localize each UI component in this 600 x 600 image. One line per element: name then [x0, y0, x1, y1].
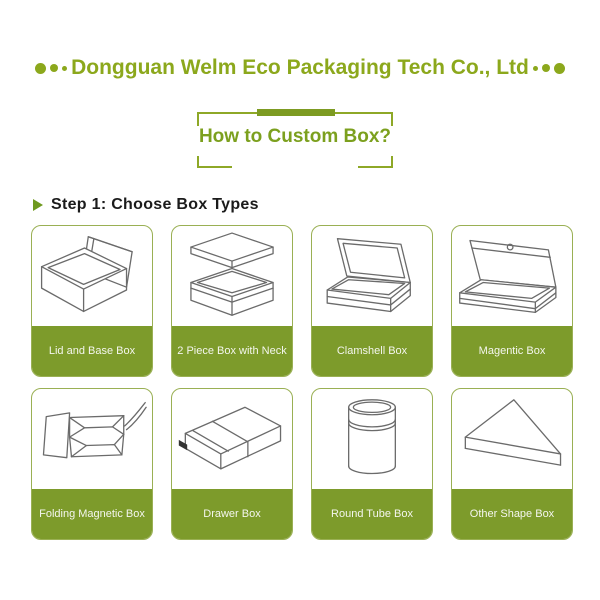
card-round-tube-box: Round Tube Box — [311, 388, 433, 540]
box-label: Round Tube Box — [312, 489, 432, 539]
card-lid-and-base-box: Lid and Base Box — [31, 225, 153, 377]
step-heading: Step 1: Choose Box Types — [33, 196, 259, 214]
howto-banner: How to Custom Box? — [197, 109, 393, 168]
box-label: 2 Piece Box with Neck — [172, 326, 292, 376]
banner-title: How to Custom Box? — [198, 126, 392, 147]
lid-and-base-box-icon — [32, 226, 152, 326]
dot-medium-left-icon — [50, 64, 59, 72]
clamshell-box-icon — [312, 226, 432, 326]
triangle-right-icon — [33, 199, 43, 211]
banner-bottom-right-corner-h — [358, 166, 393, 168]
other-shape-box-icon — [452, 389, 572, 489]
card-folding-magnetic-box: Folding Magnetic Box — [31, 388, 153, 540]
company-name: Dongguan Welm Eco Packaging Tech Co., Lt… — [71, 56, 529, 79]
banner-bottom-right-corner-v — [391, 156, 393, 168]
card-drawer-box: Drawer Box — [171, 388, 293, 540]
dot-small-right-icon — [532, 65, 538, 71]
dot-small-left-icon — [62, 65, 68, 71]
card-other-shape-box: Other Shape Box — [451, 388, 573, 540]
banner-left-stub — [197, 112, 199, 126]
banner-bottom-left-corner-v — [197, 156, 199, 168]
box-label: Magentic Box — [452, 326, 572, 376]
drawer-box-icon — [172, 389, 292, 489]
dot-large-right-icon — [553, 62, 565, 74]
banner-bottom-left-corner-h — [197, 166, 232, 168]
banner-right-stub — [391, 112, 393, 126]
round-tube-box-icon — [312, 389, 432, 489]
box-type-grid: Lid and Base Box 2 Piece Box with Neck — [31, 225, 573, 540]
box-label: Lid and Base Box — [32, 326, 152, 376]
card-clamshell-box: Clamshell Box — [311, 225, 433, 377]
card-magnetic-box: Magentic Box — [451, 225, 573, 377]
magnetic-box-icon — [452, 226, 572, 326]
step-label: Step 1: Choose Box Types — [51, 196, 259, 213]
dot-medium-right-icon — [541, 64, 550, 72]
box-label: Drawer Box — [172, 489, 292, 539]
banner-accent-bar — [257, 109, 335, 116]
folding-magnetic-box-icon — [32, 389, 152, 489]
box-label: Folding Magnetic Box — [32, 489, 152, 539]
header: Dongguan Welm Eco Packaging Tech Co., Lt… — [0, 56, 600, 80]
box-label: Other Shape Box — [452, 489, 572, 539]
dot-large-left-icon — [35, 62, 47, 74]
two-piece-box-with-neck-icon — [172, 226, 292, 326]
card-two-piece-box-with-neck: 2 Piece Box with Neck — [171, 225, 293, 377]
box-label: Clamshell Box — [312, 326, 432, 376]
